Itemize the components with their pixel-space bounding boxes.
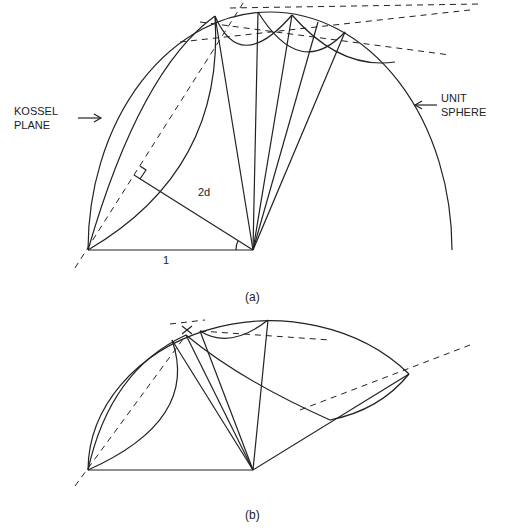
kossel-cone bbox=[292, 15, 395, 63]
ray bbox=[172, 340, 253, 470]
ray bbox=[253, 32, 345, 250]
kossel-plane-trace bbox=[180, 10, 470, 42]
ray bbox=[215, 16, 253, 250]
ray bbox=[253, 12, 258, 250]
distance-label: 2d bbox=[198, 186, 228, 200]
kossel-plane-trace bbox=[170, 320, 205, 324]
kossel-plane-trace bbox=[200, 22, 450, 55]
arrowhead bbox=[94, 114, 101, 122]
length-label: 1 bbox=[163, 254, 183, 268]
angle-arc bbox=[236, 241, 238, 250]
kossel-cone bbox=[200, 320, 268, 338]
sphere-label: UNIT SPHERE bbox=[441, 92, 501, 120]
ray bbox=[253, 22, 318, 250]
kossel-plane-trace bbox=[75, 0, 245, 268]
ray bbox=[253, 374, 409, 470]
cross-mark bbox=[182, 326, 192, 334]
unit-sphere-arc bbox=[88, 321, 409, 470]
unit-radius bbox=[88, 249, 253, 250]
kossel-plane-trace bbox=[230, 4, 480, 8]
panel-label: (b) bbox=[245, 508, 275, 523]
leader-line bbox=[416, 104, 437, 105]
plane-label: KOSSEL PLANE bbox=[14, 105, 78, 133]
kossel-plane-trace bbox=[75, 335, 186, 486]
leader-line bbox=[78, 117, 100, 118]
ray bbox=[253, 320, 268, 470]
kossel-cone bbox=[88, 16, 215, 250]
right-angle-mark bbox=[140, 166, 146, 179]
arrowhead bbox=[415, 101, 422, 109]
kossel-plane-trace bbox=[300, 345, 470, 410]
panel-label: (a) bbox=[245, 290, 275, 305]
ray bbox=[186, 335, 253, 470]
unit-radius bbox=[88, 469, 253, 470]
kossel-cone bbox=[215, 15, 292, 45]
unit-sphere-arc bbox=[88, 12, 452, 250]
kossel-plane-trace bbox=[200, 331, 330, 340]
kossel-cone bbox=[186, 335, 409, 420]
perpendicular bbox=[134, 175, 253, 250]
